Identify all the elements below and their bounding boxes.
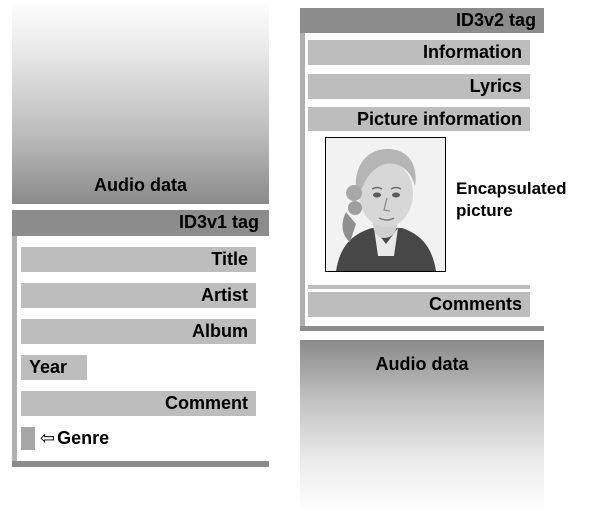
audio-data-label-left: Audio data (94, 175, 187, 195)
id3v1-tag-block: ID3v1 tag Title Artist Album Year Commen… (12, 210, 269, 467)
id3v1-header: ID3v1 tag (12, 210, 269, 236)
id3v2-tag-block: ID3v2 tag Information Lyrics Picture inf… (300, 8, 567, 331)
id3v1-field-comment: Comment (21, 391, 256, 416)
id3v2-frame-information: Information (308, 40, 530, 65)
id3v2-side-bar (300, 33, 305, 326)
id3v1-genre-label: Genre (57, 428, 110, 448)
portrait-illustration (326, 138, 445, 271)
id3v2-header: ID3v2 tag (300, 8, 544, 33)
id3v1-field-genre: ⇦Genre (40, 427, 109, 450)
id3v1-genre-box (21, 427, 35, 450)
id3v2-frame-comments: Comments (308, 292, 530, 317)
id3v2-frame-lyrics: Lyrics (308, 74, 530, 99)
id3v1-title: ID3v1 tag (178, 212, 259, 232)
id3v1-field-title: Title (21, 247, 256, 272)
encapsulated-picture-line2: picture (456, 201, 513, 220)
encapsulated-picture-label: Encapsulated picture (456, 178, 567, 222)
id3v2-title: ID3v2 tag (455, 10, 536, 30)
id3v2-picture-area: Encapsulated picture (308, 131, 567, 289)
audio-data-label-right: Audio data (375, 354, 469, 374)
encapsulated-picture-line1: Encapsulated (456, 179, 567, 198)
arrow-left-icon: ⇦ (40, 428, 56, 448)
id3v1-side-bar (12, 236, 17, 461)
audio-data-block-right: Audio data (300, 340, 544, 514)
id3v1-field-artist: Artist (21, 283, 256, 308)
portrait-image (325, 137, 446, 272)
audio-data-block-left: Audio data (12, 0, 269, 204)
id3v1-field-year: Year (21, 355, 87, 380)
id3v2-frame-picture-information: Picture information (308, 107, 530, 132)
id3v1-field-album: Album (21, 319, 256, 344)
